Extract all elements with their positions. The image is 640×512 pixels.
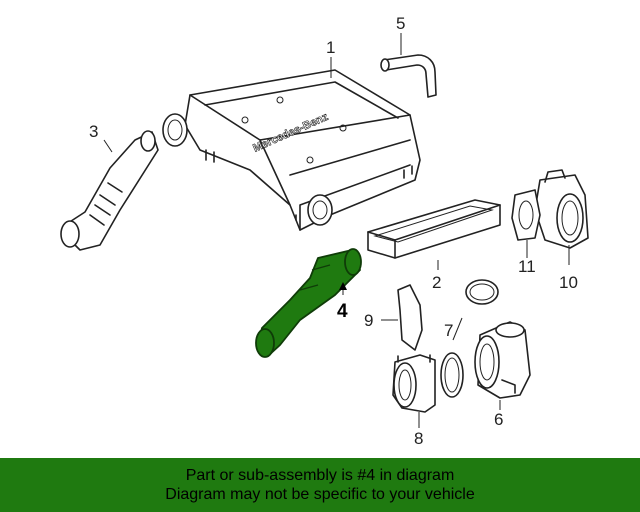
breather-hose bbox=[380, 54, 437, 98]
mass-air-flow-sensor bbox=[392, 354, 436, 413]
leader-lines bbox=[103, 33, 570, 428]
callout-4: 4 bbox=[337, 301, 348, 322]
callout-2: 2 bbox=[432, 273, 441, 292]
air-filter-element bbox=[367, 199, 501, 259]
callout-6: 6 bbox=[494, 410, 503, 429]
callout-7: 7 bbox=[444, 321, 453, 340]
highlighted-air-duct bbox=[255, 248, 362, 358]
banner-line-2: Diagram may not be specific to your vehi… bbox=[165, 486, 475, 503]
gasket bbox=[397, 284, 423, 351]
air-filter-housing: Mercedes-Benz bbox=[162, 69, 421, 231]
callout-10: 10 bbox=[559, 273, 578, 292]
callout-9: 9 bbox=[364, 311, 373, 330]
parts-diagram: Mercedes-Benz bbox=[60, 14, 589, 448]
callout-5: 5 bbox=[396, 14, 405, 33]
callout-8: 8 bbox=[414, 429, 423, 448]
throttle-housing bbox=[474, 321, 531, 399]
throttle-body bbox=[534, 169, 589, 249]
intake-duct bbox=[60, 130, 159, 251]
flange-gasket bbox=[511, 189, 541, 241]
callout-11: 11 bbox=[518, 257, 536, 276]
banner-line-1: Part or sub-assembly is #4 in diagram bbox=[185, 467, 455, 484]
callout-1: 1 bbox=[326, 38, 335, 57]
callout-3: 3 bbox=[89, 122, 98, 141]
seal-ring bbox=[440, 352, 464, 398]
part-notice-banner: Part or sub-assembly is #4 in diagram Di… bbox=[0, 458, 640, 512]
clamp-ring bbox=[465, 279, 499, 305]
